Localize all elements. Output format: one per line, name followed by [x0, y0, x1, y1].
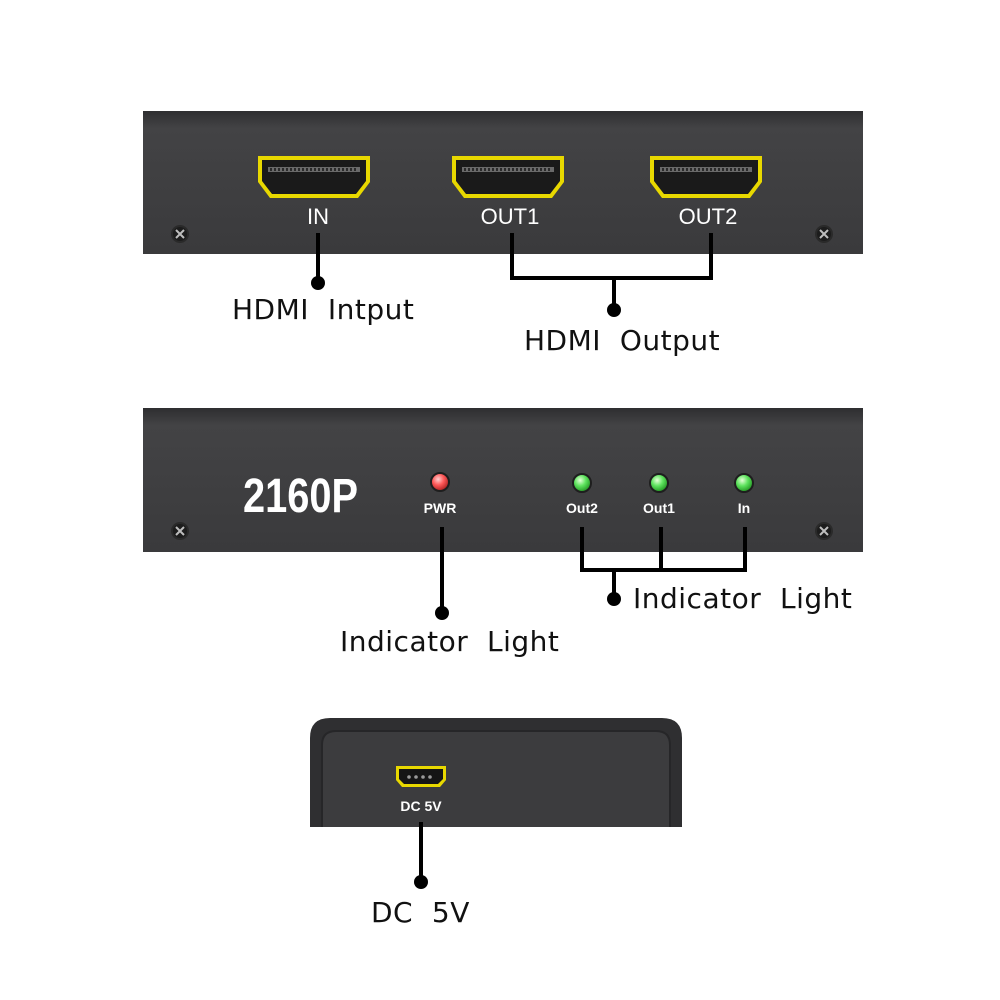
led-label-pwr: PWR	[424, 500, 457, 516]
dc-leader	[414, 822, 428, 889]
back-panel: IN OUT1 OUT2	[143, 111, 863, 254]
led-label-out2: Out2	[566, 500, 598, 516]
dc-port-label: DC 5V	[400, 798, 442, 814]
power-led-leader	[435, 527, 449, 620]
port-label-out1: OUT1	[481, 204, 540, 229]
model-label: 2160P	[243, 470, 358, 523]
led-out1-icon	[649, 473, 669, 493]
led-label-out1: Out1	[643, 500, 675, 516]
side-panel: DC 5V	[310, 718, 682, 827]
callout-dc-5v: DC 5V	[371, 896, 470, 929]
callout-hdmi-input: HDMI Intput	[232, 293, 414, 326]
input-leader	[311, 233, 325, 290]
screw-icon	[170, 521, 190, 541]
status-led-leader	[580, 527, 747, 606]
hdmi-out1-port-icon	[450, 154, 566, 200]
port-label-out2: OUT2	[679, 204, 738, 229]
dc-jack-icon	[396, 766, 446, 787]
callout-status-indicator: Indicator Light	[633, 582, 852, 615]
led-pwr-icon	[430, 472, 450, 492]
screw-icon	[814, 521, 834, 541]
hdmi-in-port-icon	[256, 154, 372, 200]
output-leader	[510, 233, 713, 317]
led-in-icon	[734, 473, 754, 493]
callout-hdmi-output: HDMI Output	[524, 324, 720, 357]
screw-icon	[170, 224, 190, 244]
callout-power-indicator: Indicator Light	[340, 625, 559, 658]
led-label-in: In	[738, 500, 750, 516]
port-label-in: IN	[307, 204, 329, 229]
led-out2-icon	[572, 473, 592, 493]
front-panel: 2160P PWR Out2 Out1 In	[143, 408, 863, 552]
hdmi-out2-port-icon	[648, 154, 764, 200]
screw-icon	[814, 224, 834, 244]
